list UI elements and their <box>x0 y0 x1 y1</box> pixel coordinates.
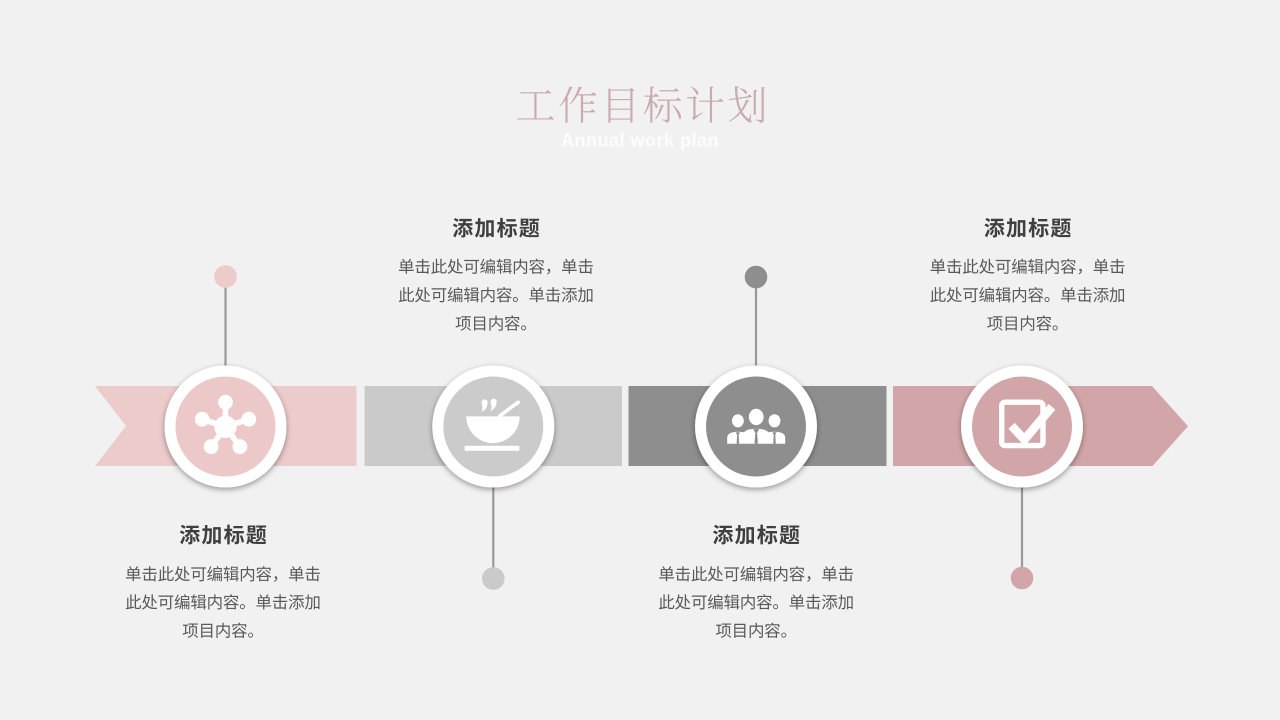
svg-text:Annual work plan: Annual work plan <box>561 131 719 151</box>
